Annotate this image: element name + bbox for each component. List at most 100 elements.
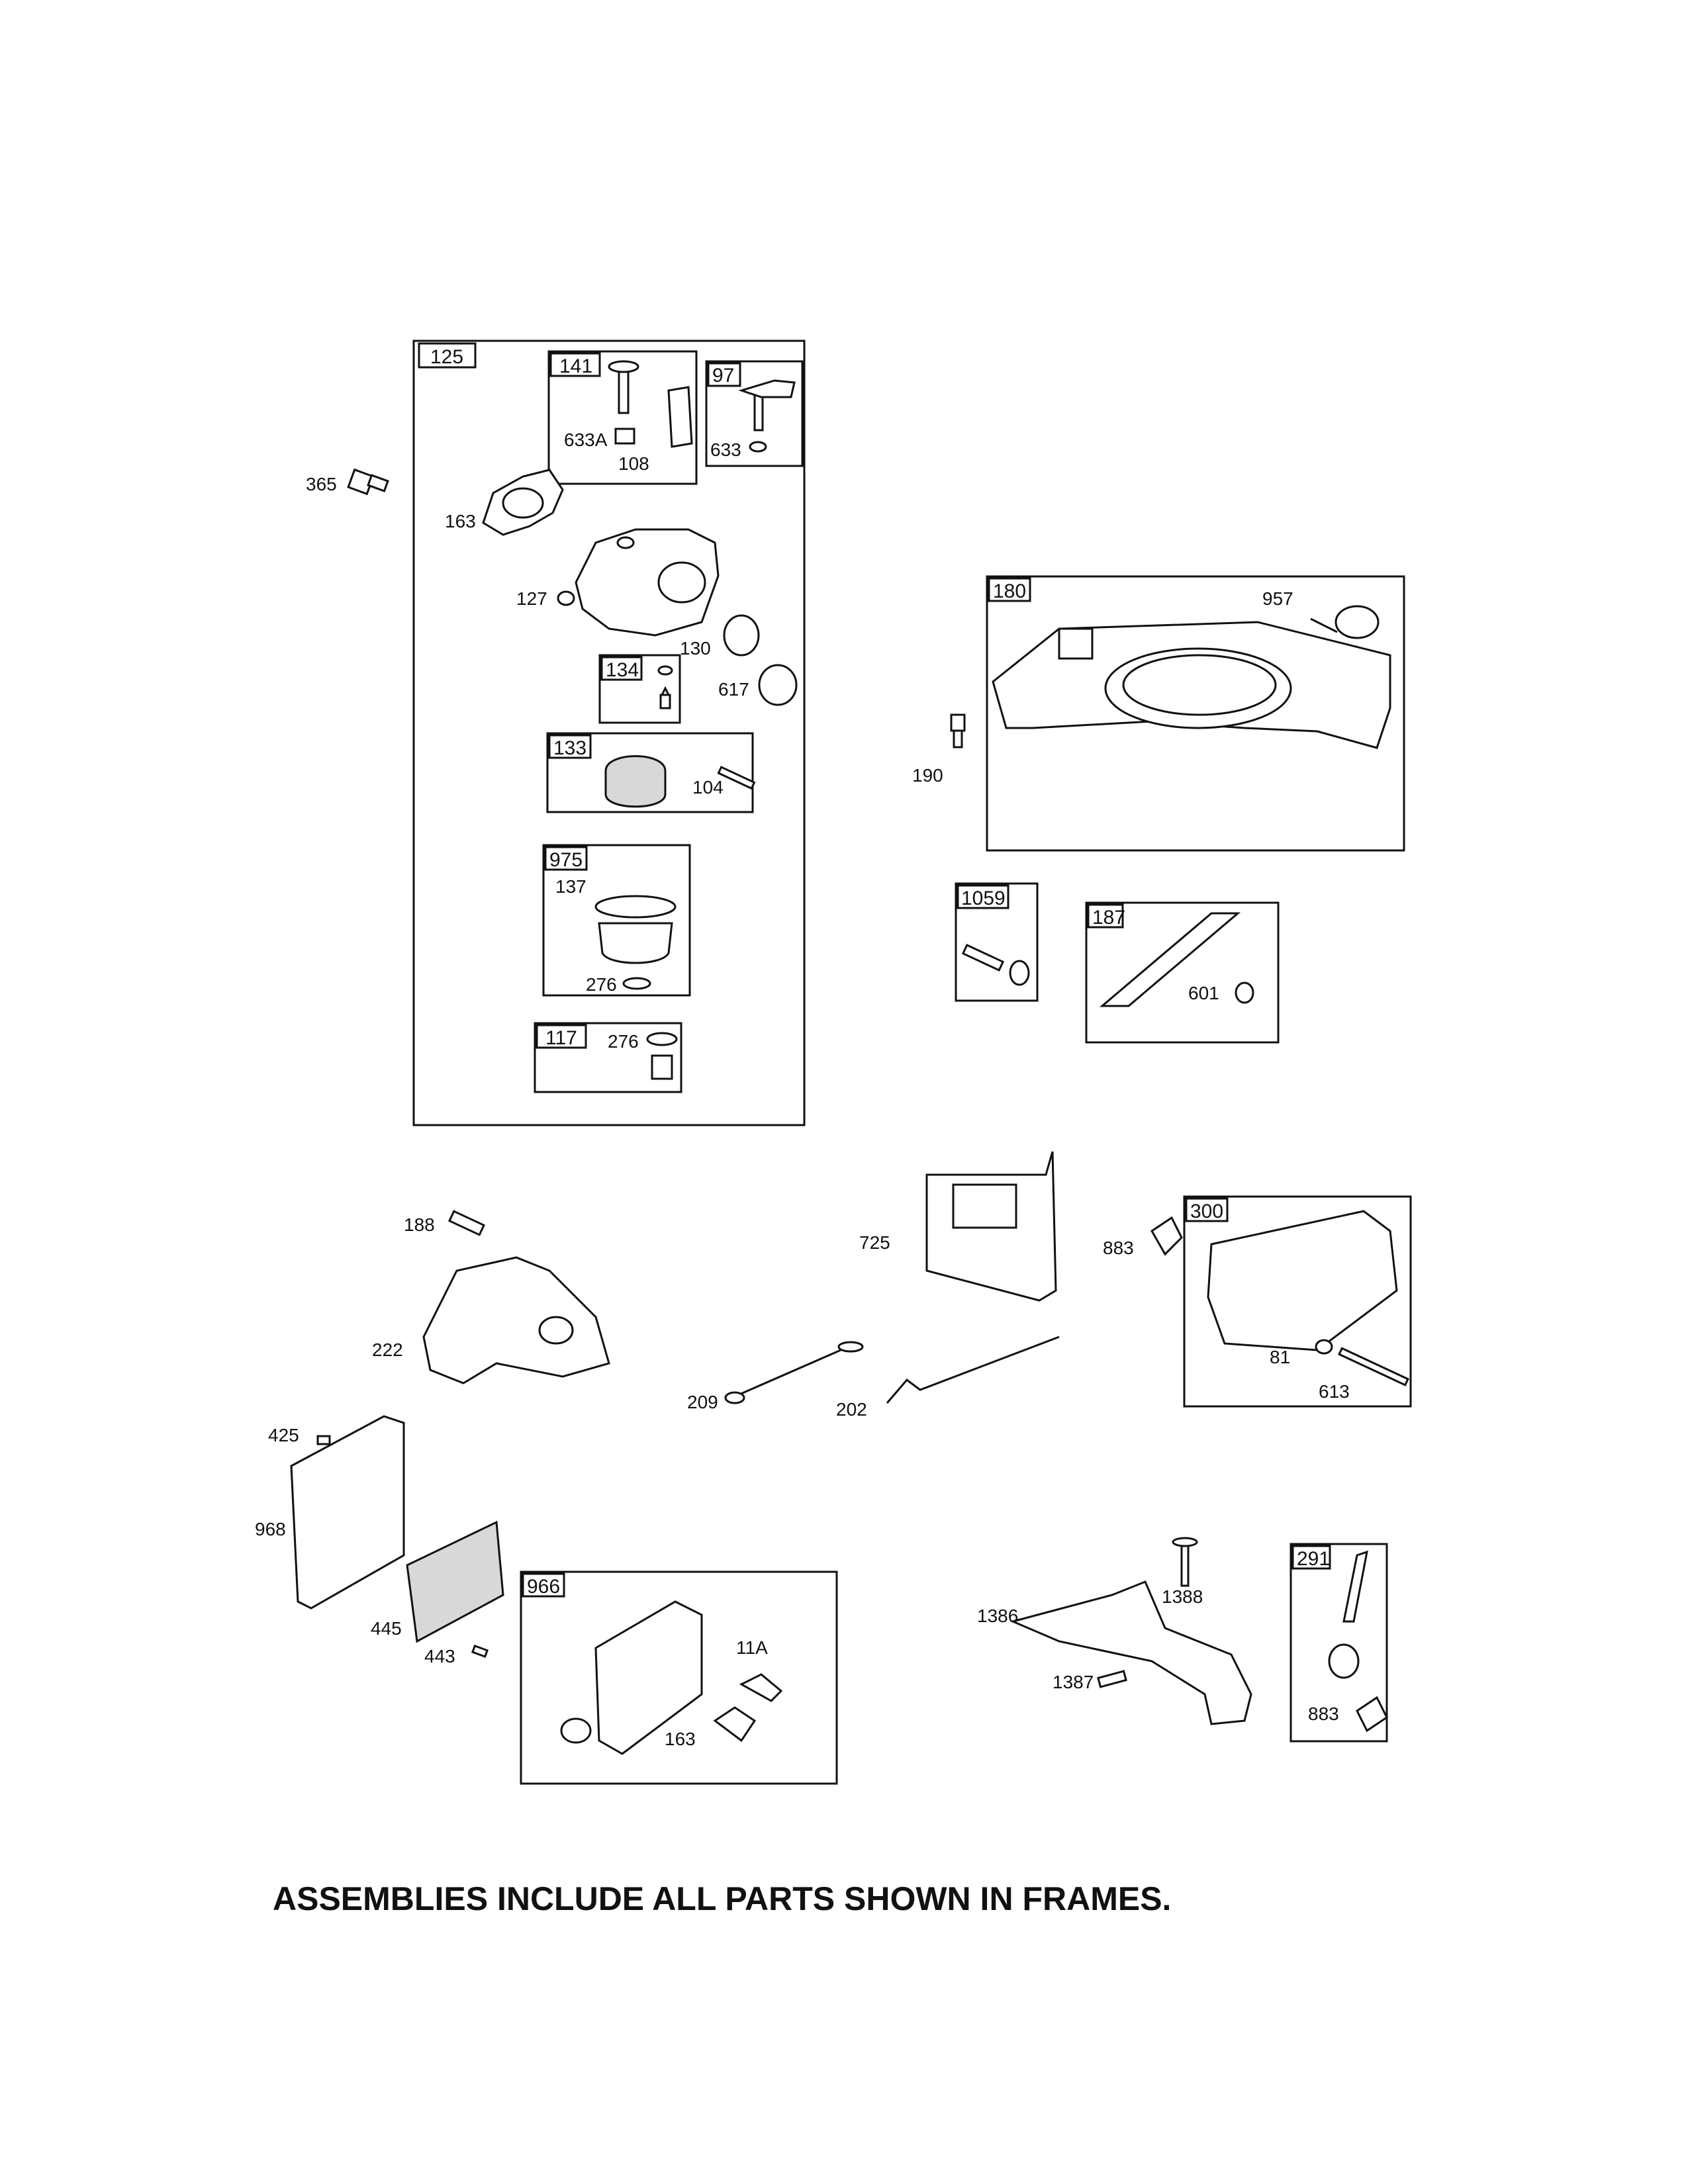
callout-222: 222 [372,1340,403,1360]
plug-127 [557,590,575,606]
gasket-883-b [1356,1696,1388,1733]
callout-1387: 1387 [1053,1672,1094,1692]
frame-label-134: 134 [606,659,639,681]
frame-label-117: 117 [545,1027,577,1049]
callout-137: 137 [555,876,586,897]
fuel-line-187 [1099,912,1241,1007]
frame-133: 133 [546,732,754,813]
callout-445: 445 [371,1618,402,1639]
air-filter-445 [406,1520,504,1643]
callout-11a: 11A [736,1637,768,1658]
heat-shield-725 [925,1151,1057,1302]
frame-label-180: 180 [993,580,1026,602]
screw-443 [471,1644,489,1659]
callout-130: 130 [680,638,711,659]
bolt-1059 [961,943,1005,972]
frame-134: 134 [598,654,681,724]
needle-valve-134 [657,665,673,709]
callout-957: 957 [1262,588,1293,609]
callout-163-b: 163 [665,1729,696,1749]
callout-601: 601 [1188,983,1219,1003]
frame-117: 117 [534,1022,682,1093]
callout-209: 209 [687,1392,718,1412]
frame-label-1059: 1059 [961,887,1006,909]
callout-725: 725 [859,1232,890,1253]
bolt-188 [447,1210,486,1236]
fuel-tank-180 [992,621,1391,749]
bowl-137 [594,895,677,990]
frame-97: 97 [705,360,804,467]
frame-label-291: 291 [1297,1548,1330,1570]
callout-883-b: 883 [1308,1704,1339,1724]
callout-190: 190 [912,765,943,786]
frame-975: 975 [542,844,691,997]
diaphragm-130 [723,614,760,657]
frame-label-97: 97 [712,365,734,387]
dipstick-291 [1342,1550,1368,1623]
callout-968: 968 [255,1519,286,1539]
footer-note: ASSEMBLIES INCLUDE ALL PARTS SHOWN IN FR… [273,1880,1171,1917]
frame-187: 187 601 [1085,901,1280,1044]
washer-1059 [1009,960,1030,986]
frame-125: 125 [412,340,806,1126]
frame-300: 300 81 613 [1183,1195,1412,1408]
fuel-cap-957 [1310,605,1380,639]
callout-1388: 1388 [1162,1586,1203,1607]
o-ring-617 [758,664,798,706]
air-cleaner-base-968 [290,1415,405,1610]
callout-1386: 1386 [977,1606,1018,1626]
callout-617: 617 [718,679,749,700]
dipstick-tube-1386 [1009,1580,1252,1725]
carburetor-body [575,528,720,637]
callout-443: 443 [424,1646,455,1666]
bracket-222 [422,1256,610,1385]
frame-label-133: 133 [553,737,586,759]
callout-365: 365 [306,474,337,494]
callout-104: 104 [692,777,724,797]
bracket-222-hole [538,1316,574,1345]
callout-127: 127 [516,588,547,609]
callout-883: 883 [1103,1238,1134,1258]
gasket-163-b [713,1706,757,1743]
screw-1388 [1172,1537,1198,1587]
elbow-11a [739,1673,783,1702]
callout-276: 276 [586,974,617,995]
frame-label-975: 975 [549,849,583,871]
callout-202: 202 [836,1399,867,1420]
callout-81: 81 [1270,1347,1290,1367]
muffler-300 [1207,1210,1398,1351]
throttle-shaft-97 [738,379,796,453]
frame-291: 291 883 [1289,1543,1388,1743]
frame-label-966: 966 [527,1576,560,1598]
callout-425: 425 [268,1425,299,1445]
frame-label-125: 125 [430,346,463,368]
bowl-nut-117 [646,1032,678,1080]
screw-613 [1338,1347,1409,1387]
frame-label-300: 300 [1190,1201,1223,1222]
knob-966 [560,1717,592,1744]
float-133 [604,755,756,808]
link-202 [886,1336,1060,1404]
dipstick-cap-291 [1328,1643,1360,1679]
frame-180: 180 [986,575,1405,852]
callout-163: 163 [445,511,476,531]
gasket-883 [1150,1216,1183,1256]
washer-81 [1315,1339,1333,1355]
spring-209 [724,1341,864,1404]
frame-label-187: 187 [1092,907,1125,929]
callout-188: 188 [404,1214,435,1235]
frame-label-141: 141 [559,355,592,377]
frame-1059: 1059 [955,882,1039,1002]
clamp-601 [1235,981,1254,1004]
air-cleaner-966 [594,1600,703,1755]
callout-108: 108 [618,453,649,474]
gasket-163-hole [502,487,544,519]
callout-276-b: 276 [608,1031,639,1052]
bolt-190 [950,713,966,749]
callout-633a: 633A [564,430,608,450]
callout-633: 633 [710,439,741,460]
callout-613: 613 [1319,1381,1350,1402]
bolt-365 [347,468,389,496]
choke-shaft-141 [608,360,693,448]
